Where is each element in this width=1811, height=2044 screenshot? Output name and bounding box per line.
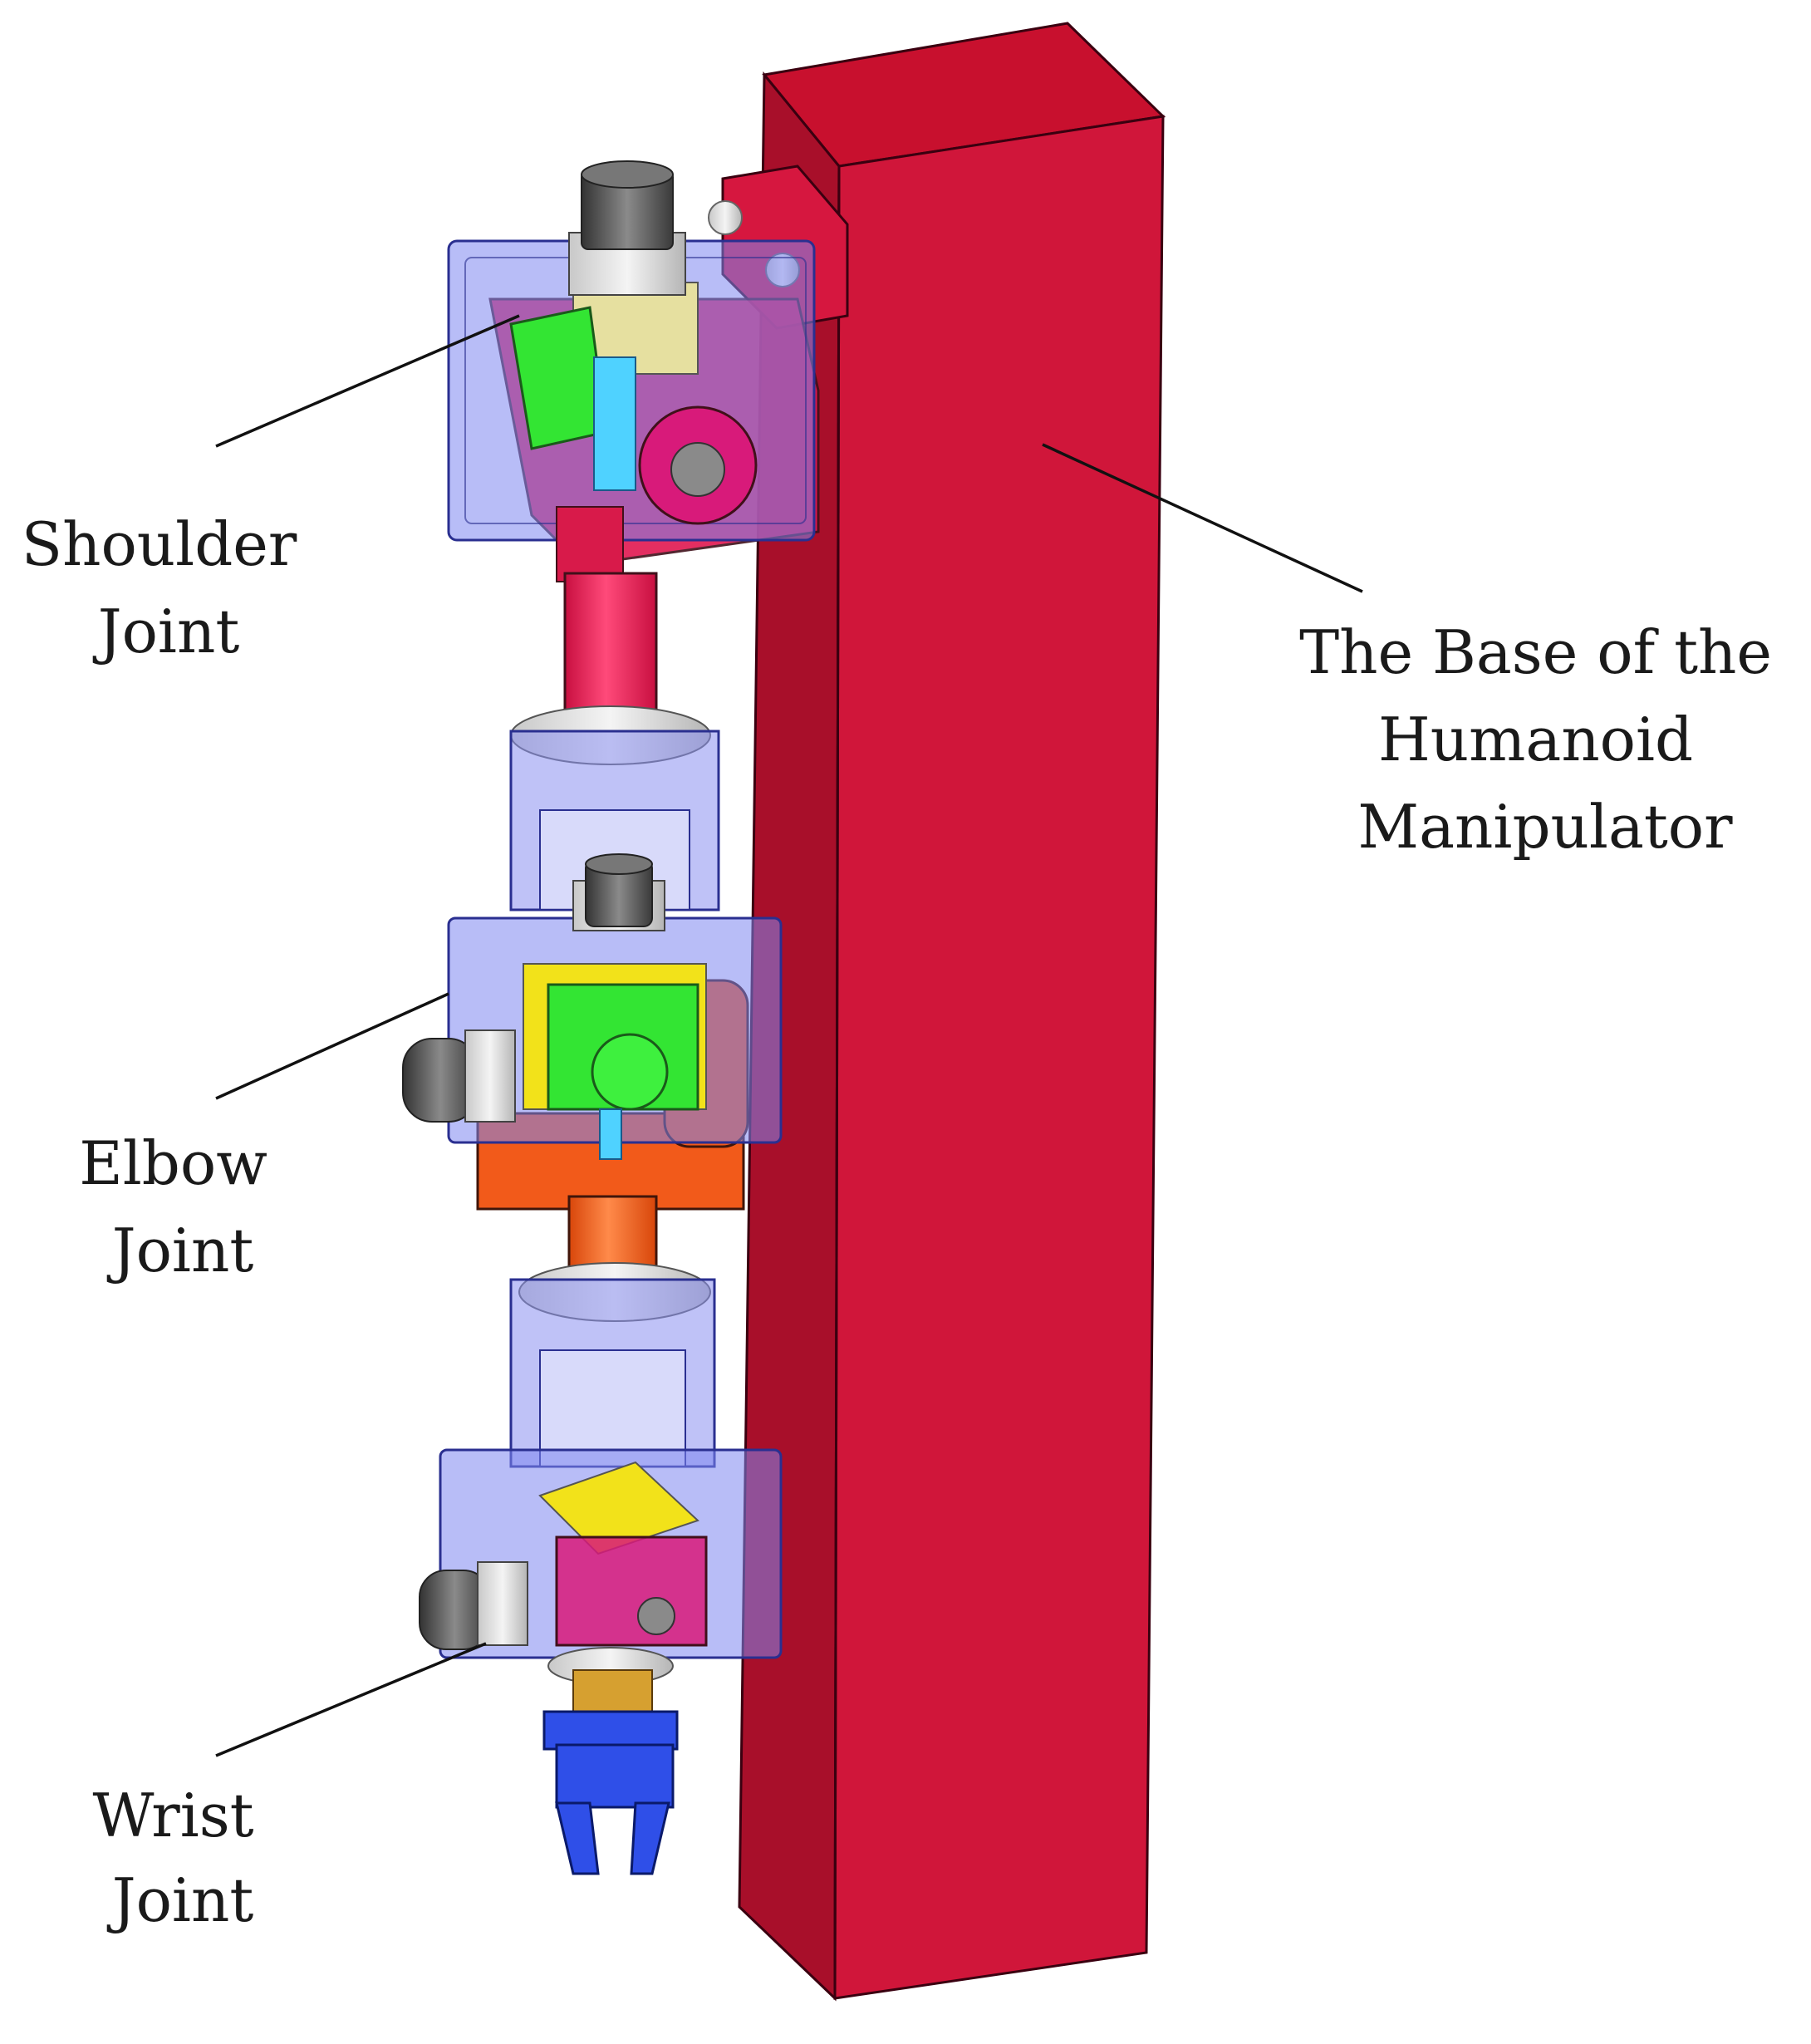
shoulder-leader-line: [215, 314, 520, 448]
motor-shaft-icon: [637, 1597, 675, 1635]
elbow-leader-line: [215, 992, 449, 1100]
elbow-label-line-2: Joint: [106, 1216, 254, 1285]
wrist-label: Wrist Joint: [93, 1781, 273, 1935]
wrist-label-line-1: Wrist: [93, 1781, 254, 1850]
wrist-leader-line: [215, 1642, 487, 1757]
wrist-label-line-2: Joint: [106, 1865, 254, 1935]
shoulder-label-line-1: Shoulder: [22, 509, 297, 579]
shoulder-label-line-2: Joint: [92, 597, 240, 666]
base-label-line-1: The Base of the: [1299, 617, 1772, 687]
elbow-motor-side: [402, 1029, 516, 1123]
shoulder-joint: [447, 160, 820, 582]
bolt-icon: [708, 200, 743, 235]
base-label-line-3: Manipulator: [1357, 792, 1733, 862]
shoulder-motor: [568, 160, 686, 296]
elbow-joint: [402, 730, 783, 1211]
base-label-line-2: Humanoid: [1378, 705, 1693, 774]
elbow-motor-top: [572, 853, 665, 931]
gear-icon: [591, 1033, 669, 1111]
wrist-motor-side: [419, 1561, 528, 1650]
gripper: [542, 1647, 679, 1875]
shoulder-label: Shoulder Joint: [22, 509, 316, 666]
wrist-joint: [419, 1278, 783, 1659]
elbow-label-line-1: Elbow: [79, 1128, 267, 1198]
base-leader-line: [1042, 443, 1363, 593]
elbow-label: Elbow Joint: [79, 1128, 287, 1285]
motor-shaft-icon: [670, 442, 725, 497]
base-label: The Base of the Humanoid Manipulator: [1299, 617, 1791, 862]
